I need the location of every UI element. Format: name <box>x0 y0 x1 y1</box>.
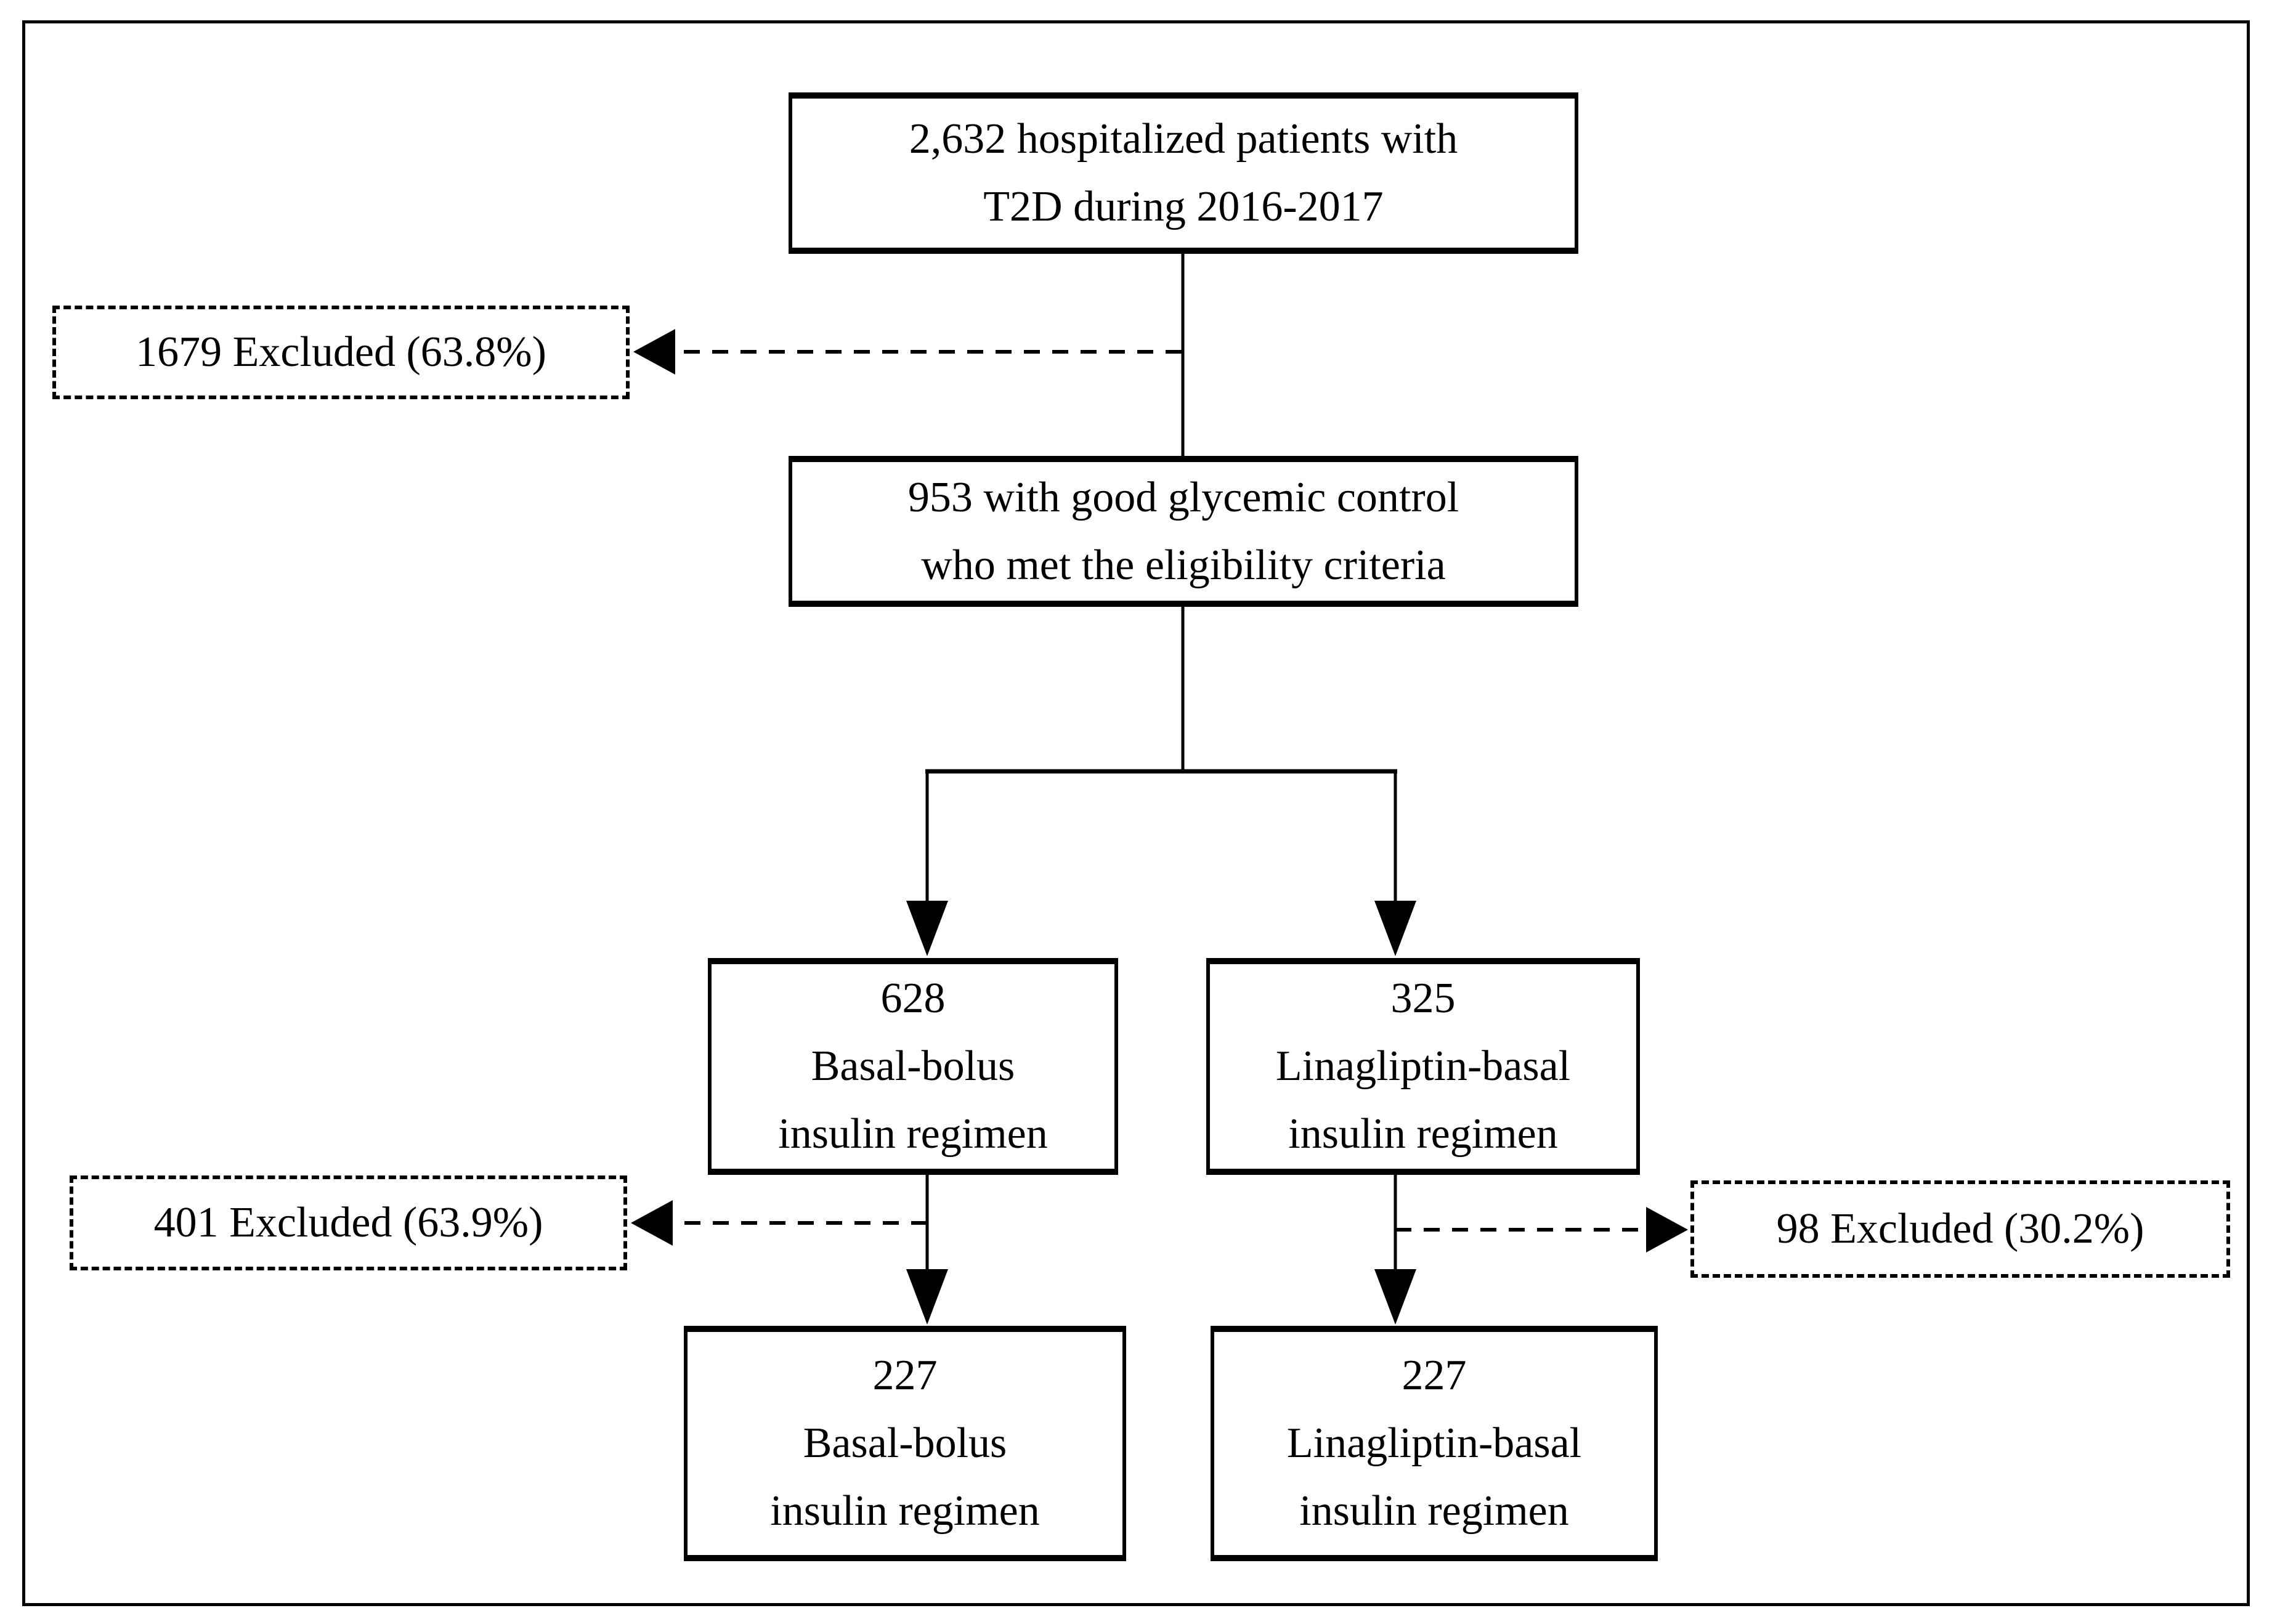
figure-border <box>22 20 2250 1606</box>
arrow-right-icon <box>1646 1207 1688 1253</box>
node-excluded-initial: 1679 Excluded (63.8%) <box>52 306 630 399</box>
node-linagliptin-basal-final: 227 Linagliptin-basal insulin regimen <box>1211 1326 1658 1561</box>
arrow-down-icon <box>906 1269 948 1325</box>
node-text-line: insulin regimen <box>1288 1110 1558 1158</box>
node-text-line: 401 Excluded (63.9%) <box>153 1199 543 1246</box>
arrow-down-icon <box>1374 901 1416 956</box>
node-text-line: insulin regimen <box>770 1487 1040 1535</box>
node-text-line: insulin regimen <box>1299 1487 1569 1535</box>
node-text-line: Basal-bolus <box>811 1042 1015 1090</box>
node-enrolled-patients: 2,632 hospitalized patients with T2D dur… <box>789 92 1578 254</box>
node-text-line: 1679 Excluded (63.8%) <box>136 328 546 376</box>
node-text-line: Linagliptin-basal <box>1275 1042 1571 1090</box>
arrow-down-icon <box>906 901 948 956</box>
node-text-line: Basal-bolus <box>803 1419 1007 1467</box>
node-eligible-patients: 953 with good glycemic control who met t… <box>789 456 1578 607</box>
node-excluded-basal-bolus: 401 Excluded (63.9%) <box>70 1175 627 1270</box>
node-text-line: 227 <box>872 1352 938 1399</box>
node-text-line: 98 Excluded (30.2%) <box>1776 1205 2144 1253</box>
node-text-line: T2D during 2016-2017 <box>983 183 1384 230</box>
node-basal-bolus-initial: 628 Basal-bolus insulin regimen <box>708 958 1118 1175</box>
node-excluded-linagliptin: 98 Excluded (30.2%) <box>1690 1180 2230 1278</box>
arrow-left-icon <box>633 329 675 375</box>
node-text-line: 227 <box>1402 1352 1467 1399</box>
node-text-line: 325 <box>1390 975 1456 1022</box>
node-text-line: 953 with good glycemic control <box>907 473 1459 521</box>
node-text-line: who met the eligibility criteria <box>921 541 1446 589</box>
node-basal-bolus-final: 227 Basal-bolus insulin regimen <box>684 1326 1126 1561</box>
node-text-line: 628 <box>880 975 946 1022</box>
arrow-down-icon <box>1374 1269 1416 1325</box>
node-text-line: 2,632 hospitalized patients with <box>909 115 1458 163</box>
node-text-line: Linagliptin-basal <box>1286 1419 1582 1467</box>
node-text-line: insulin regimen <box>778 1110 1048 1158</box>
arrow-left-icon <box>631 1200 673 1246</box>
node-linagliptin-basal-initial: 325 Linagliptin-basal insulin regimen <box>1206 958 1640 1175</box>
